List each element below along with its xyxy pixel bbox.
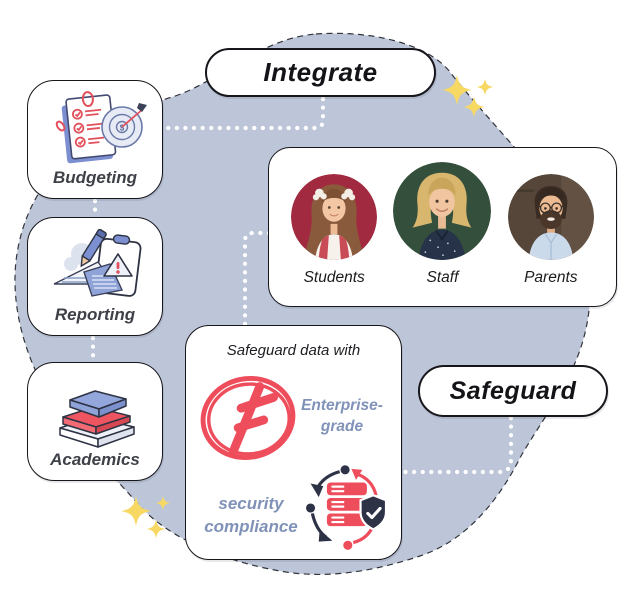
academics-card: Academics bbox=[27, 362, 163, 481]
parents-label: Parents bbox=[524, 269, 578, 286]
grade-f-icon bbox=[200, 375, 296, 461]
connector-safeguard-to-compliance bbox=[401, 415, 514, 475]
staff-label: Staff bbox=[426, 269, 459, 286]
security-line1: security bbox=[218, 494, 284, 513]
students-label: Students bbox=[303, 269, 365, 286]
academics-books-icon bbox=[59, 390, 135, 448]
server-shield-sync-icon bbox=[306, 465, 388, 550]
connector-people-to-compliance bbox=[242, 230, 272, 327]
compliance-card: Safeguard data with Enterprise- grade s bbox=[185, 325, 402, 560]
people-card: Students bbox=[268, 147, 617, 307]
sparkles-icon-top-right bbox=[442, 75, 494, 118]
enterprise-grade-text: Enterprise- grade bbox=[294, 396, 390, 438]
compliance-title: Safeguard data with bbox=[226, 342, 361, 359]
enterprise-line2: grade bbox=[320, 417, 364, 435]
integrate-pill: Integrate bbox=[205, 48, 436, 97]
parents-item: Parents bbox=[507, 174, 594, 287]
reporting-label: Reporting bbox=[54, 305, 136, 324]
staff-item: Staff bbox=[393, 162, 492, 287]
dotted-connectors bbox=[90, 96, 514, 475]
budgeting-label: Budgeting bbox=[52, 168, 138, 187]
budgeting-card: $ Budgeting bbox=[27, 80, 163, 199]
staff-woman-photo bbox=[393, 162, 492, 260]
connector-integrate-to-budgeting bbox=[158, 96, 326, 131]
security-compliance-text: security compliance bbox=[188, 493, 314, 539]
reporting-pencil-warning-icon bbox=[53, 228, 142, 297]
safeguard-label: Safeguard bbox=[449, 376, 577, 405]
budgeting-checklist-target-icon: $ bbox=[55, 91, 147, 164]
parent-man-photo bbox=[507, 174, 594, 260]
svg-text:$: $ bbox=[120, 124, 125, 133]
safeguard-pill: Safeguard bbox=[418, 365, 608, 417]
student-girl-photo bbox=[291, 174, 378, 260]
security-line2: compliance bbox=[204, 516, 298, 536]
sparkles-icon-bottom-left bbox=[121, 495, 171, 539]
students-item: Students bbox=[291, 174, 378, 287]
enterprise-line1: Enterprise- bbox=[301, 397, 383, 414]
reporting-card: Reporting bbox=[27, 217, 163, 336]
academics-label: Academics bbox=[50, 450, 140, 469]
integrate-label: Integrate bbox=[263, 57, 378, 87]
